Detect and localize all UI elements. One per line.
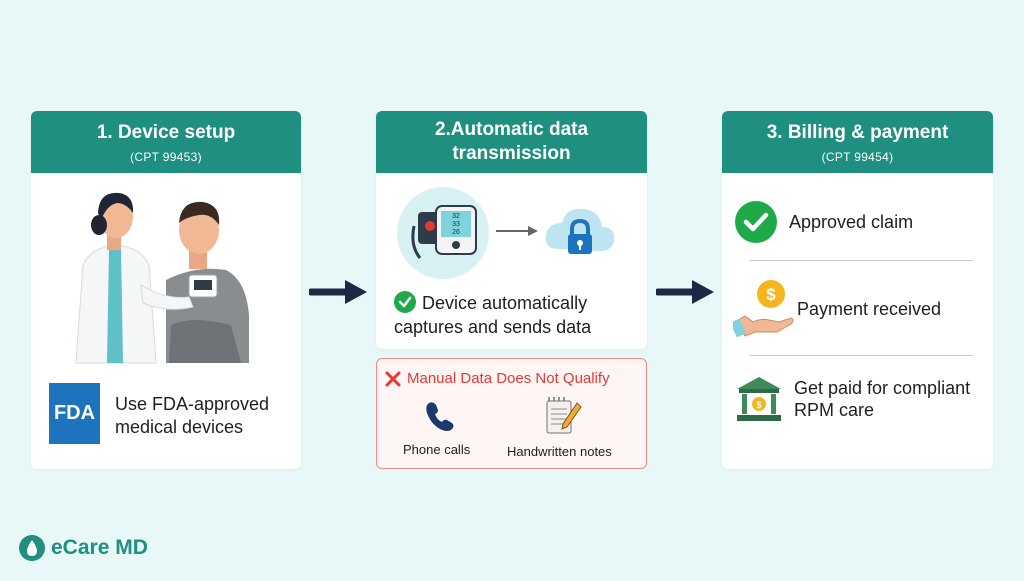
desc-line: Device automatically <box>422 293 588 313</box>
bp-reading: 33 <box>452 221 460 228</box>
arrow-right-icon <box>309 280 367 304</box>
phone-icon <box>426 402 454 431</box>
get-paid-text: Get paid for compliant RPM care <box>794 377 970 421</box>
brand-name: eCare MD <box>51 536 148 559</box>
cloud-lock-icon <box>545 208 615 254</box>
step-title: 3. Billing & payment <box>766 122 949 143</box>
arrow-right-icon <box>656 280 714 304</box>
fda-logo-text: FDA <box>53 402 96 424</box>
desc-line: Get paid for compliant <box>794 378 971 398</box>
ecare-drop-icon <box>19 535 45 561</box>
divider <box>749 260 973 261</box>
check-circle-icon <box>394 291 416 313</box>
hand-coin-icon: $ <box>733 280 794 338</box>
manual-data-warning: Manual Data Does Not Qualify Phone calls… <box>376 358 647 469</box>
warning-title: Manual Data Does Not Qualify <box>407 370 610 387</box>
step-card-data-transmission: 2.Automatic data transmission 32 33 26 D… <box>376 111 647 349</box>
doctor-patient-illustration <box>75 192 249 364</box>
desc-line: Use FDA-approved <box>115 394 270 414</box>
phone-calls-label: Phone calls <box>403 442 471 457</box>
step-header: 3. Billing & payment (CPT 99454) <box>722 111 993 173</box>
step2-description-cont: captures and sends data <box>394 315 591 339</box>
desc-line: captures and sends data <box>394 317 592 337</box>
svg-text:$: $ <box>766 285 776 304</box>
cpt-code: (CPT 99453) <box>130 150 202 164</box>
step-card-device-setup: 1. Device setup (CPT 99453) FDA Use FDA-… <box>31 111 301 469</box>
cpt-code: (CPT 99454) <box>821 150 894 164</box>
step-title: 1. Device setup <box>96 122 236 143</box>
payment-received-text: Payment received <box>797 299 942 319</box>
bp-reading: 32 <box>452 213 460 220</box>
desc-line: medical devices <box>115 417 244 437</box>
warning-header: Manual Data Does Not Qualify <box>385 370 610 387</box>
blood-pressure-monitor-icon: 32 33 26 <box>397 187 489 279</box>
handwritten-notes-label: Handwritten notes <box>507 444 612 459</box>
fda-logo: FDA <box>49 383 100 444</box>
x-icon <box>385 371 401 386</box>
step-header: 1. Device setup (CPT 99453) <box>31 111 301 173</box>
arrow-right-icon <box>496 226 538 236</box>
step1-description: Use FDA-approved medical devices <box>115 393 269 439</box>
step2-description: Device automatically <box>422 291 587 315</box>
bp-reading: 26 <box>452 229 460 236</box>
check-circle-icon <box>735 201 777 243</box>
bank-icon: $ <box>737 377 781 421</box>
step-title-line: 2.Automatic data <box>434 119 589 140</box>
step-card-billing: 3. Billing & payment (CPT 99454) Approve… <box>722 111 993 469</box>
divider <box>749 355 973 356</box>
svg-text:$: $ <box>756 400 761 410</box>
step-title-line: transmission <box>452 143 571 164</box>
step-header: 2.Automatic data transmission <box>376 111 647 173</box>
notepad-pencil-icon <box>546 397 582 434</box>
approved-claim-text: Approved claim <box>789 212 914 232</box>
desc-line: RPM care <box>794 400 875 420</box>
brand-logo: eCare MD <box>19 535 148 561</box>
